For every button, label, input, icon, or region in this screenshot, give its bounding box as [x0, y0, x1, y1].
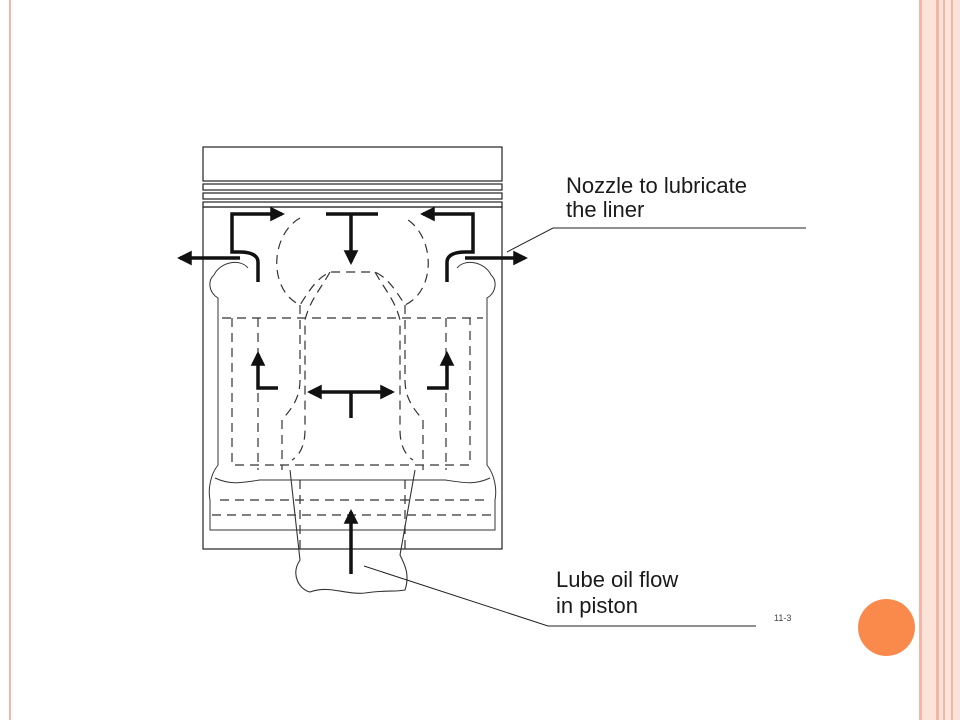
- nozzle-callout-line2: the liner: [566, 197, 645, 222]
- decorative-circle: [858, 599, 915, 656]
- nozzle-callout-line1: Nozzle to lubricate: [566, 173, 747, 198]
- lube-callout-line2: in piston: [556, 593, 638, 618]
- frame-right-stripes: [919, 0, 960, 720]
- frame-left-rule: [9, 0, 11, 720]
- oil-flow-arrows: [177, 206, 528, 574]
- callout-leaders: [363, 227, 806, 627]
- figure-code: 11-3: [774, 613, 792, 623]
- lube-callout-line1: Lube oil flow: [556, 567, 679, 592]
- connecting-rod: [289, 469, 416, 594]
- piston-outline: [202, 146, 503, 550]
- dashed-oil-channels: [212, 217, 493, 555]
